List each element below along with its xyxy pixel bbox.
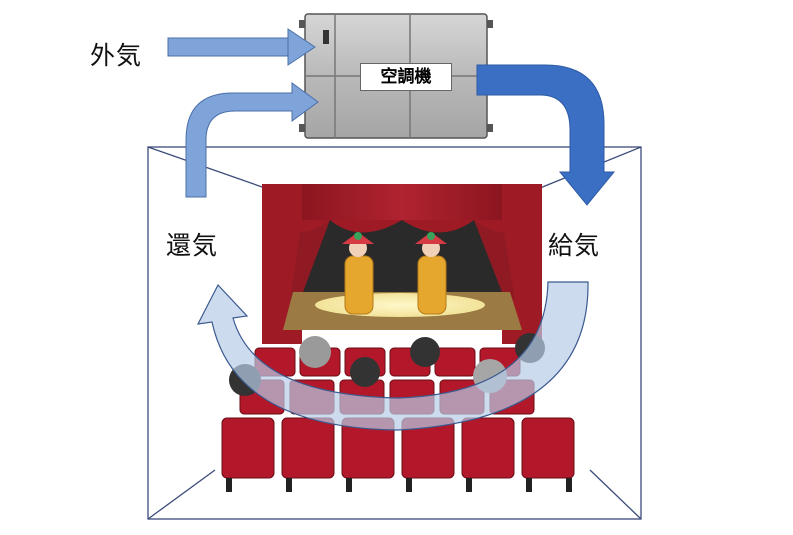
air-conditioner-label: 空調機: [360, 63, 452, 91]
room-outline: [147, 146, 642, 520]
supply-air-arrow: [476, 64, 616, 206]
circulation-arrow: [196, 281, 589, 431]
return-air-arrow: [185, 82, 319, 198]
theater-stage-icon: [262, 184, 542, 344]
outside-air-label: 外気: [90, 41, 143, 70]
supply-air-label: 給気: [548, 231, 601, 260]
outside-air-arrow: [167, 28, 316, 66]
return-air-label: 還気: [166, 231, 219, 260]
dancer-icon: [342, 232, 374, 315]
dancer-icon: [415, 232, 447, 315]
